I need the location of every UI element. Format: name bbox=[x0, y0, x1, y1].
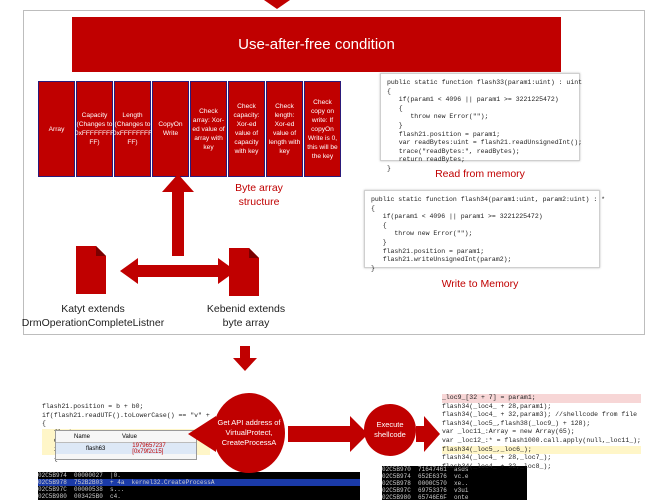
write-code-line: flash21.writeUnsignedInt(param2); bbox=[371, 256, 512, 264]
debugger-right-line: 02C5B97C 69753376 v3ui bbox=[382, 487, 469, 494]
vertical-double-arrow bbox=[162, 174, 194, 256]
read-memory-code: public static function flash33(param1:ui… bbox=[380, 73, 582, 172]
cell-check-capacity: Check capacity: Xor-ed value of capacity… bbox=[228, 81, 265, 177]
read-code-line: trace("readBytes:", readBytes); bbox=[387, 147, 520, 155]
write-code-line: throw new Error(""); bbox=[371, 230, 473, 238]
write-code-block: public static function flash34(param1:ui… bbox=[371, 196, 606, 273]
bottom-left-code-line: if(flash21.readUTF().toLowerCase() == "v… bbox=[42, 411, 210, 419]
debugger-left-line: 02C5B978 752B2B03 + 4a kernel32.CreatePr… bbox=[38, 479, 360, 486]
get-api-oval: Get API address of VirtualProtect, Creat… bbox=[213, 393, 285, 473]
watch-window: Name Value flash63 1979657237 [0x79f2c15… bbox=[55, 430, 197, 460]
debugger-right-line: 02C5B978 0000C570 xe.. bbox=[382, 480, 469, 487]
horizontal-double-arrow bbox=[120, 258, 236, 284]
read-code-line: } bbox=[387, 121, 403, 129]
read-code-line: public static function flash33(param1:ui… bbox=[387, 79, 583, 86]
bottom-right-code-line: flash34(_loc4_ + 28,_loc7_); bbox=[442, 454, 552, 462]
bottom-left-code-line: { bbox=[42, 420, 46, 428]
bottom-right-code-line: flash34(_loc4_ + 32,param3); //shellcode… bbox=[442, 411, 638, 419]
down-arrow bbox=[233, 346, 257, 371]
debugger-left-line: 02C5B980 003425B0 c4. bbox=[38, 493, 121, 500]
read-code-line: throw new Error(""); bbox=[387, 113, 489, 121]
cell-array: Array bbox=[38, 81, 75, 177]
bottom-right-code-line: flash34(_loc4_ + 28,param1); bbox=[442, 402, 552, 410]
debugger-left: 02C5B974 00000027 |0.02C5B978 752B2B03 +… bbox=[38, 472, 360, 500]
bottom-right-code-line: var _loc12_:* = flash1000.call.apply(nul… bbox=[442, 436, 641, 444]
execute-shellcode-oval: Execute shellcode bbox=[364, 404, 416, 456]
arrow-to-right-code bbox=[416, 416, 440, 452]
banner-title: Use-after-free condition bbox=[238, 36, 395, 53]
katyt-document-icon bbox=[76, 246, 106, 294]
kebenid-document-icon bbox=[229, 248, 259, 296]
debugger-left-line: 02C5B974 00000027 |0. bbox=[38, 472, 121, 479]
bottom-left-code-line: flash21.position = b + b0; bbox=[42, 403, 144, 410]
read-code-line: return readBytes; bbox=[387, 156, 466, 164]
bottom-right-code-line: var _loc11_:Array = new Array(65); bbox=[442, 428, 575, 436]
debugger-right-line: 02C5B980 65746E6F onte bbox=[382, 494, 469, 500]
bottom-right-code-line: flash34(_loc4_ + 32,_loc8_); bbox=[442, 462, 552, 470]
bottom-right-code-panel: _loc9_[32 + 7] = param1;flash34(_loc4_ +… bbox=[440, 392, 641, 470]
read-code-line: flash21.position = param1; bbox=[387, 130, 501, 138]
read-code-line: } bbox=[387, 164, 391, 172]
write-code-line: { bbox=[371, 204, 375, 212]
flow-arrows bbox=[120, 174, 236, 284]
debugger-right-line: 02C5B970 71647461 asds bbox=[382, 466, 469, 473]
write-code-line: if(param1 < 4096 || param1 >= 3221225472… bbox=[371, 213, 543, 221]
write-code-line: flash21.position = param1; bbox=[371, 247, 485, 255]
use-after-free-banner: Use-after-free condition bbox=[72, 17, 561, 72]
watch-var-value: 1979657237 [0x79f2c15] bbox=[132, 442, 166, 455]
cell-check-copy-on-write: Check copy on write: If copyOn Write is … bbox=[304, 81, 341, 177]
read-caption: Read from memory bbox=[435, 168, 525, 180]
kebenid-caption: Kebenid extends byte array bbox=[206, 303, 286, 329]
write-code-line: { bbox=[371, 221, 387, 229]
cell-length: Length (Changes to 0xFFFFFFFF FF) bbox=[113, 81, 152, 177]
cell-check-array: Check array: Xor-ed value of array with … bbox=[190, 81, 227, 177]
bottom-right-code-line: flash34(_loc5_,_loc6_); bbox=[442, 445, 641, 455]
write-code-line: } bbox=[371, 238, 387, 246]
write-code-line: } bbox=[371, 264, 375, 272]
cell-copyonwrite: CopyOn Write bbox=[152, 81, 189, 177]
byte-array-caption: Byte array structure bbox=[235, 182, 283, 208]
cell-check-length: Check length: Xor-ed value of length wit… bbox=[266, 81, 303, 177]
bottom-right-code-line: _loc9_[32 + 7] = param1; bbox=[442, 394, 641, 403]
arrow-to-exec-oval bbox=[288, 416, 368, 452]
top-arrow bbox=[264, 0, 290, 9]
bottom-right-code-line: flash34(_loc5_,flash38(_loc9_) + 128); bbox=[442, 419, 591, 427]
katyt-caption: Katyt extends DrmOperationCompleteListne… bbox=[21, 303, 165, 329]
debugger-right-line: 02C5B974 652E6376 vc.e bbox=[382, 473, 469, 480]
bottom-right-code: _loc9_[32 + 7] = param1;flash34(_loc4_ +… bbox=[442, 394, 641, 471]
watch-value-header: Value bbox=[122, 433, 137, 440]
byte-array-structure: Array Capacity (Changes to 0xFFFFFFFF FF… bbox=[38, 81, 342, 179]
watch-var-name: flash63 bbox=[86, 445, 106, 452]
read-code-line: { bbox=[387, 104, 403, 112]
write-memory-code: public static function flash34(param1:ui… bbox=[364, 190, 605, 272]
cell-capacity: Capacity (Changes to 0xFFFFFFFF FF) bbox=[75, 81, 114, 177]
read-code-line: if(param1 < 4096 || param1 >= 3221225472… bbox=[387, 96, 559, 104]
write-code-line: public static function flash34(param1:ui… bbox=[371, 196, 606, 203]
watch-name-header: Name bbox=[74, 433, 91, 440]
read-code-line: var readBytes:uint = flash21.readUnsigne… bbox=[387, 139, 583, 147]
debugger-left-line: 02C5B97C 00000538 s... bbox=[38, 486, 125, 493]
write-caption: Write to Memory bbox=[441, 278, 519, 290]
read-code-block: public static function flash33(param1:ui… bbox=[387, 79, 583, 174]
read-code-line: { bbox=[387, 87, 391, 95]
